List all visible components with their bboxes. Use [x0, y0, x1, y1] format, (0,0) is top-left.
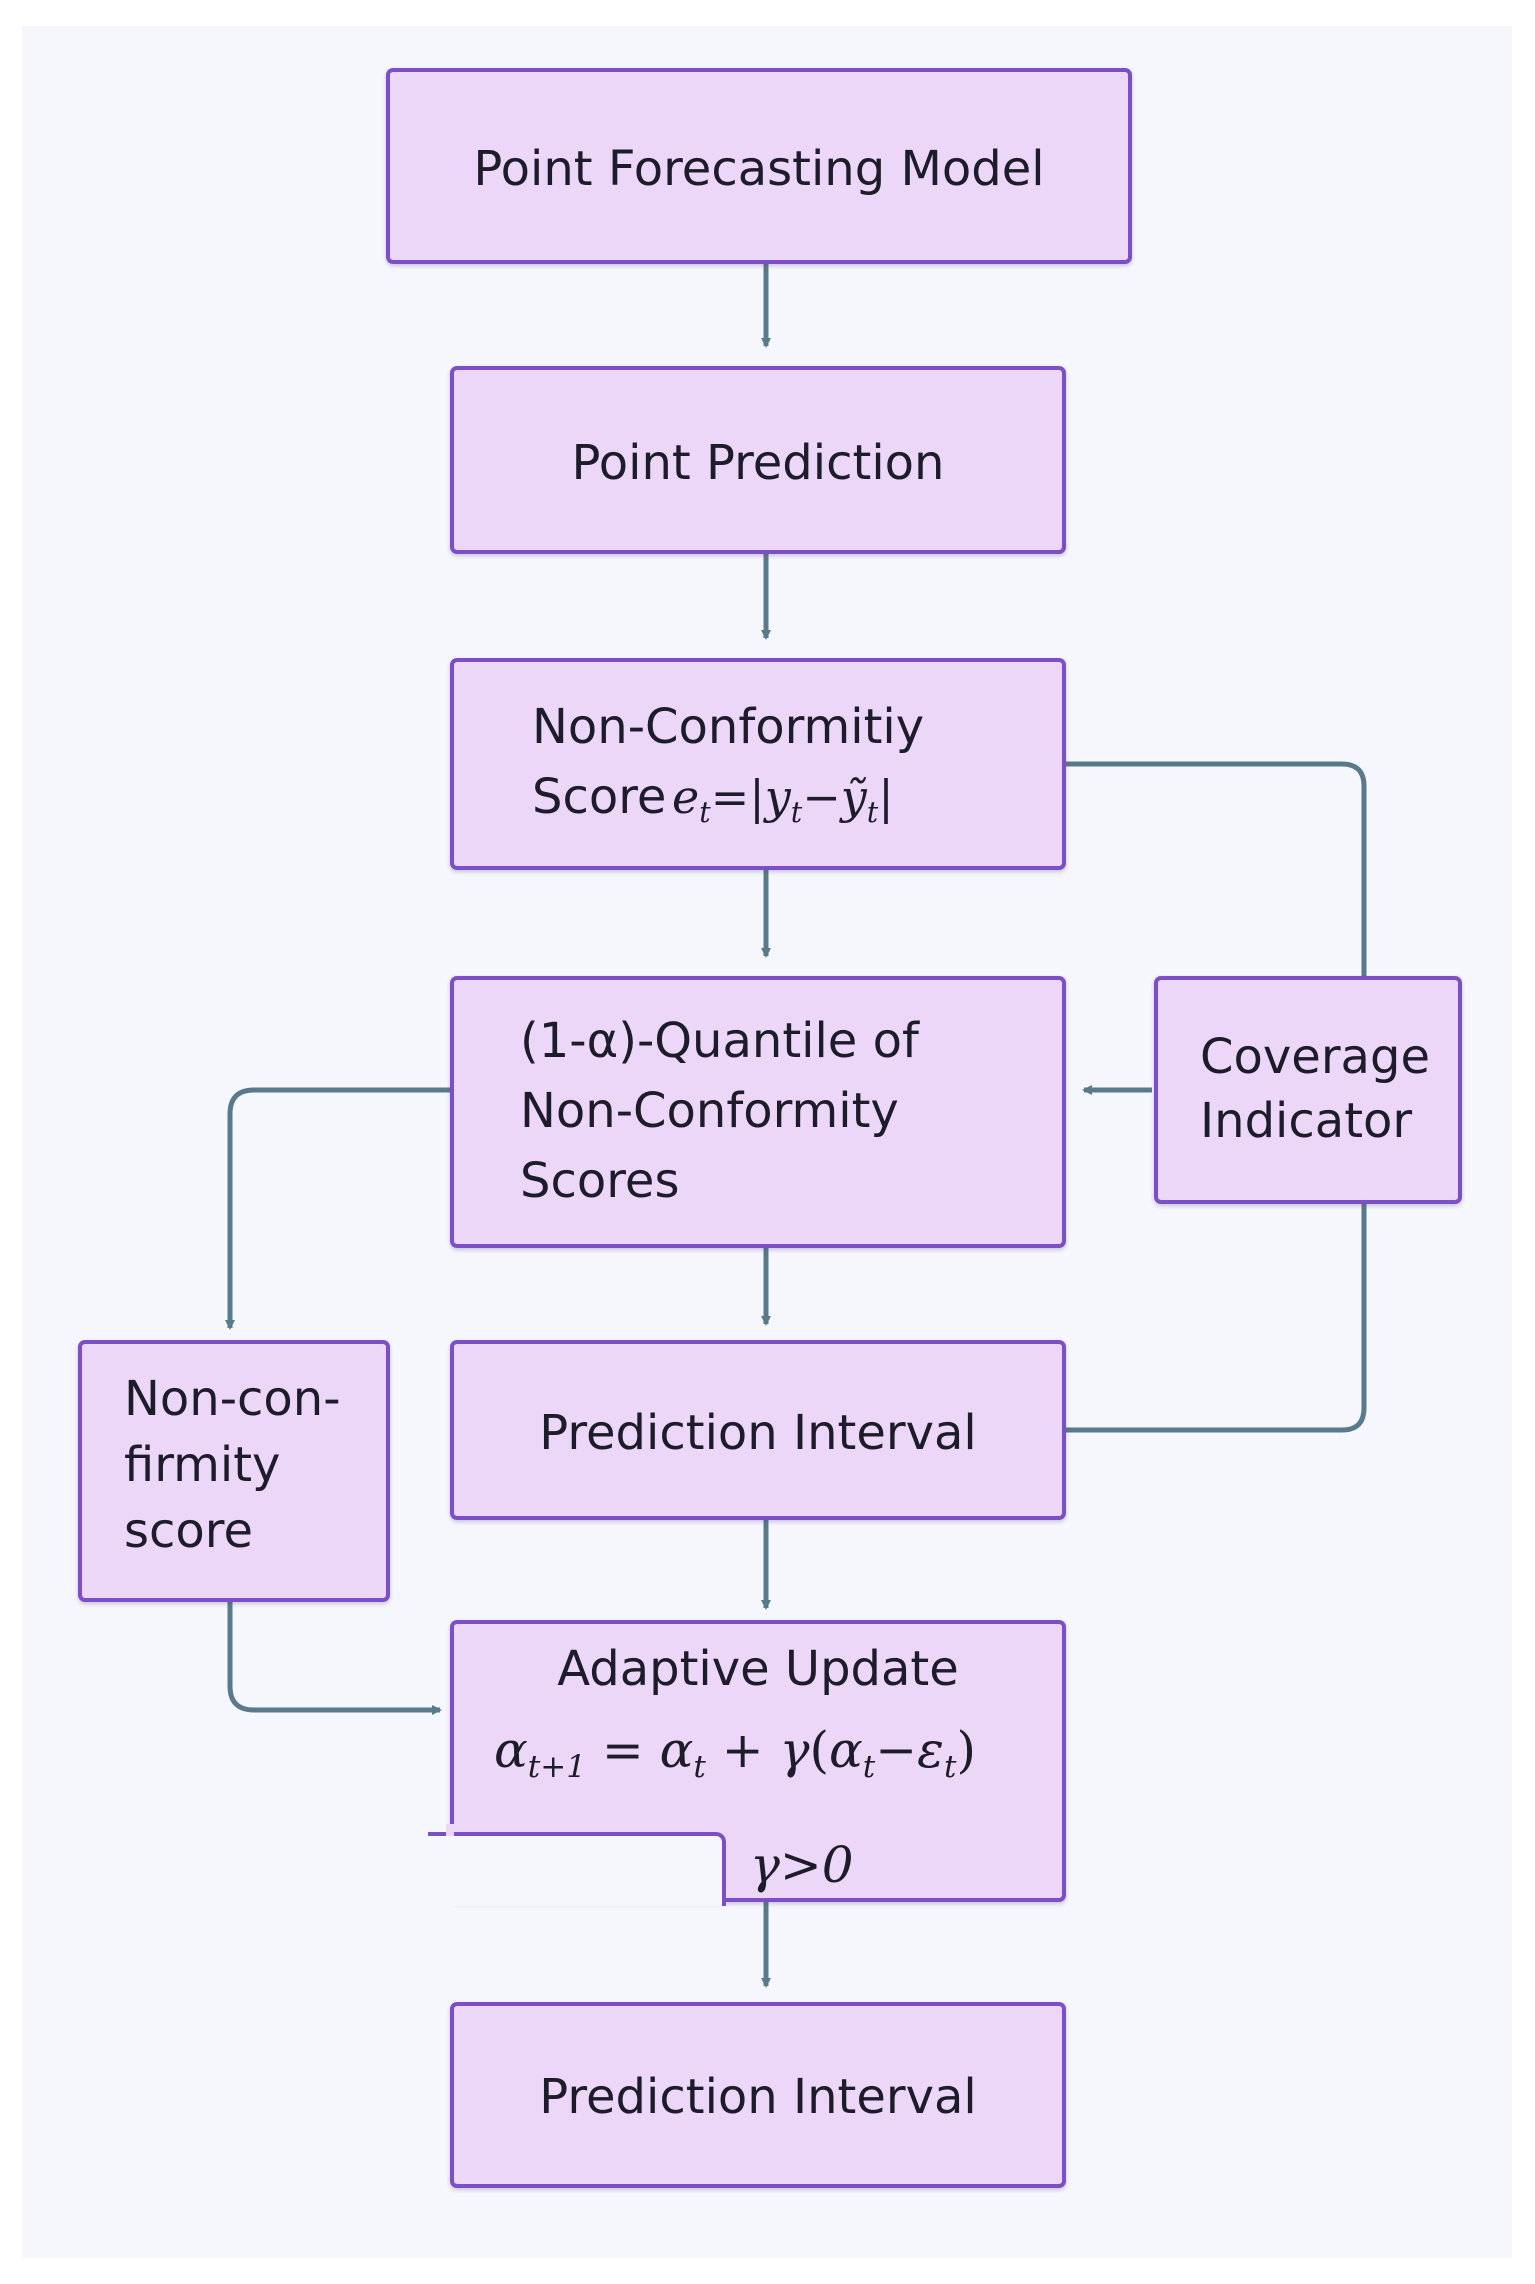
adaptive-update-notch-joint [446, 1824, 454, 1836]
quantile-box: (1-α)-Quantile of Non-Conformity Scores [450, 976, 1066, 1248]
nonconformity-score-box: Non-Conformitiy Score et=|yt−ỹt| [450, 658, 1066, 870]
adaptive-update-title: Adaptive Update [557, 1641, 959, 1697]
nonconformity-formula: et=|yt−ỹt| [672, 770, 894, 830]
side-line-2: firmity [124, 1437, 281, 1493]
prediction-interval-label-1: Prediction Interval [539, 1405, 977, 1461]
diagram-canvas: Point Forecasting Model Point Prediction… [22, 26, 1512, 2258]
quantile-line-3: Scores [520, 1153, 680, 1209]
side-line-3: score [124, 1503, 253, 1559]
quantile-line-1: (1-α)-Quantile of [520, 1013, 919, 1069]
prediction-interval-box-1: Prediction Interval [450, 1340, 1066, 1520]
arrow-quantile-to-side [225, 1087, 466, 1330]
nonconformity-score-title: Non-Conformitiy [532, 699, 925, 755]
quantile-line-2: Non-Conformity [520, 1083, 899, 1139]
adaptive-update-condition: γ>0 [750, 1836, 854, 1894]
coverage-line-1: Coverage [1200, 1029, 1430, 1085]
forecast-model-label: Point Forecasting Model [473, 141, 1045, 197]
adaptive-update-notch [428, 1832, 726, 1906]
side-line-1: Non-con- [124, 1371, 341, 1427]
coverage-indicator-box: Coverage Indicator [1154, 976, 1462, 1204]
arrow-side-to-update [227, 1598, 442, 1715]
connectors [225, 264, 1367, 1988]
prediction-interval-box-2: Prediction Interval [450, 2002, 1066, 2188]
line-interval-to-coverage [1066, 1204, 1367, 1433]
line-score-to-coverage [1066, 761, 1367, 976]
point-prediction-label: Point Prediction [571, 435, 945, 491]
forecast-model-box: Point Forecasting Model [386, 68, 1132, 264]
coverage-line-2: Indicator [1200, 1093, 1413, 1149]
prediction-interval-label-2: Prediction Interval [539, 2069, 977, 2125]
point-prediction-box: Point Prediction [450, 366, 1066, 554]
nonconformity-side-box: Non-con- firmity score [78, 1340, 390, 1602]
adaptive-update-formula: αt+1 = αt + γ(αt−εt) [494, 1721, 976, 1785]
nonconformity-score-label: Score [532, 769, 667, 825]
